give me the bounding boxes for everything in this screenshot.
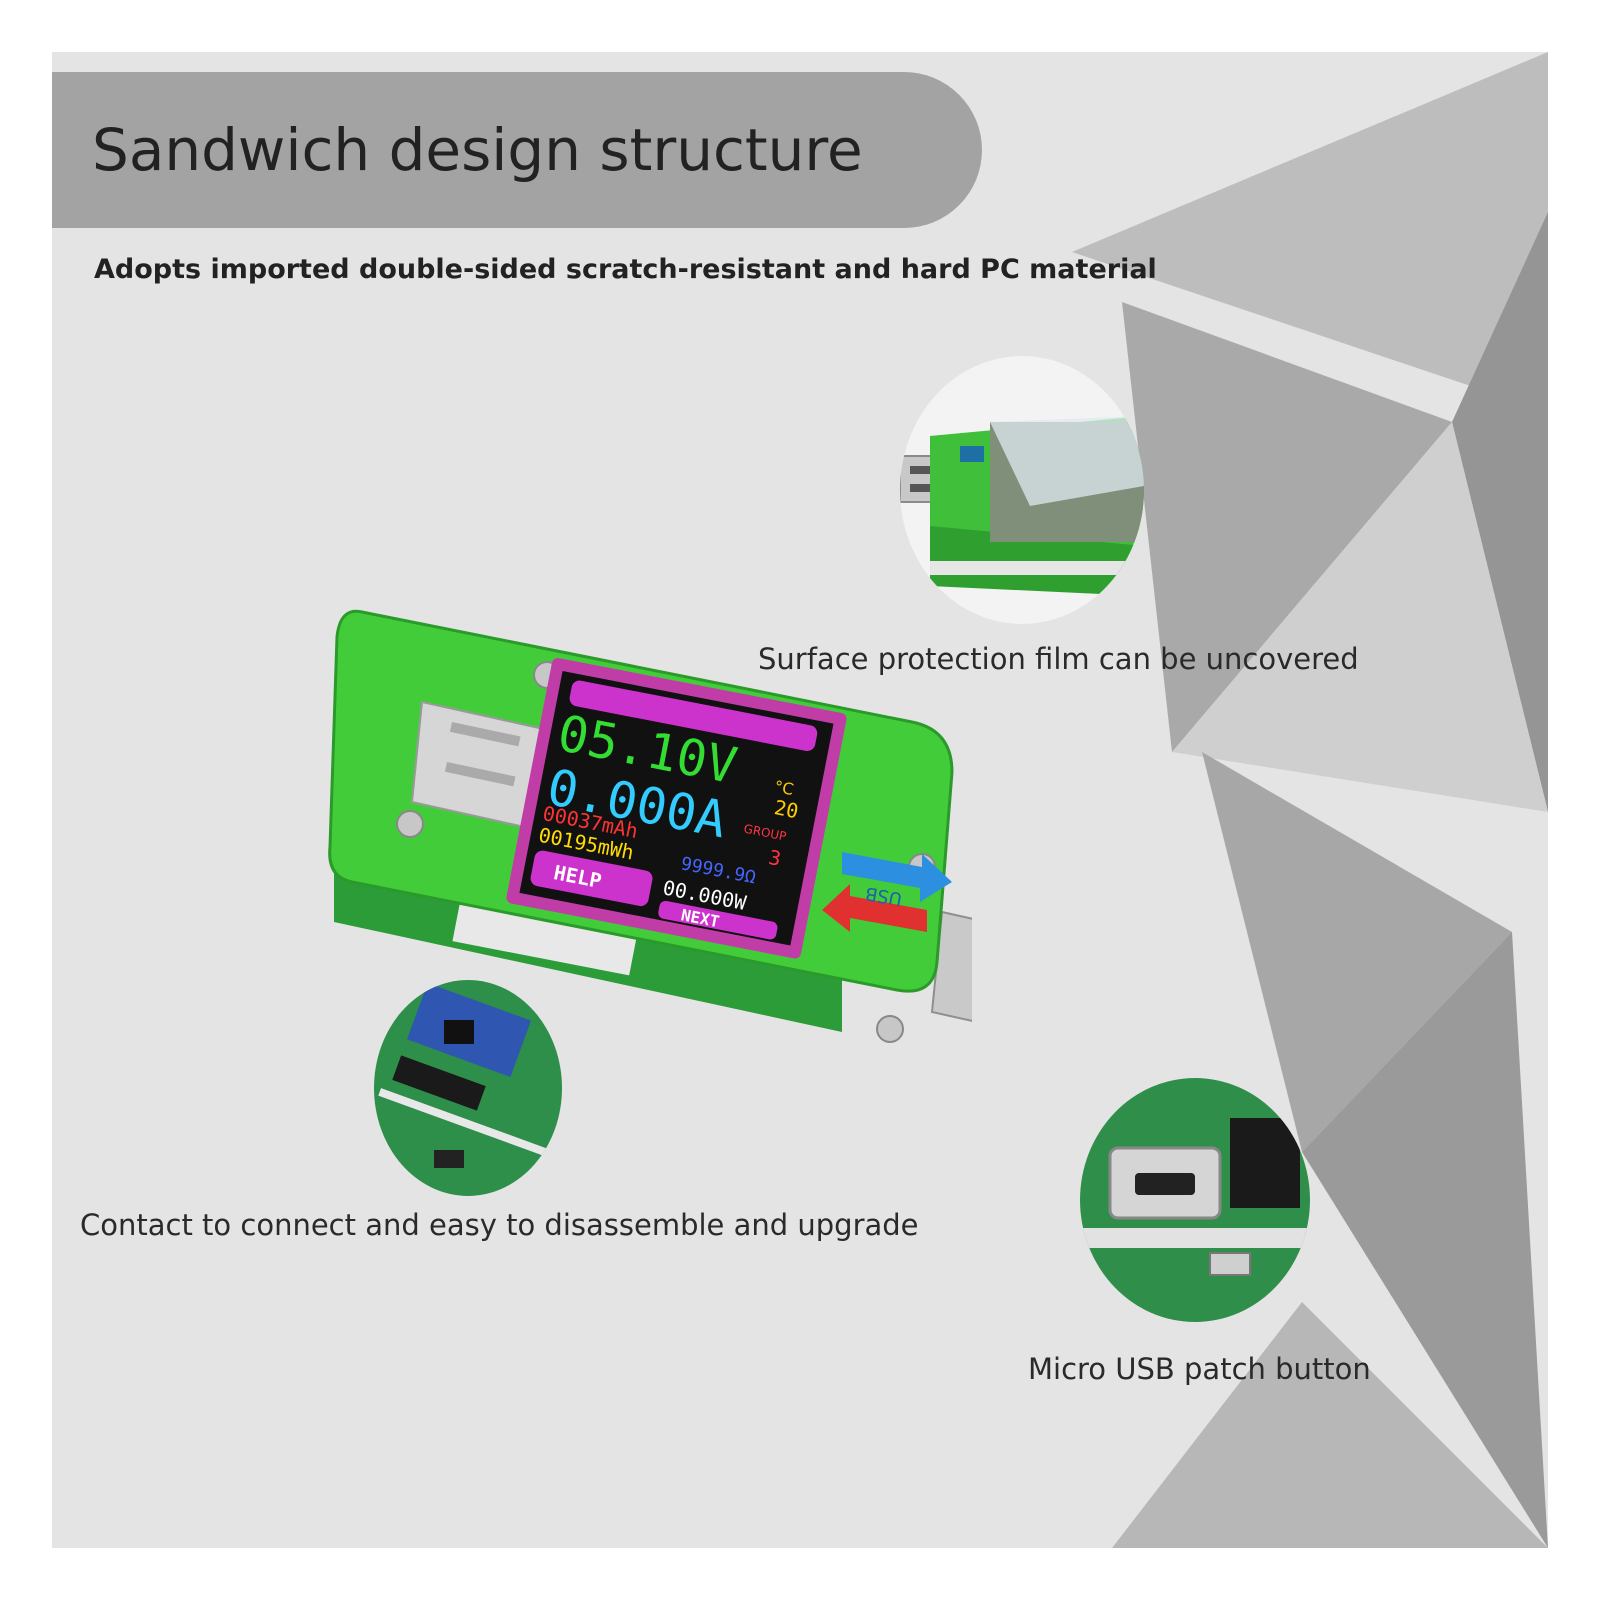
usb-meter-device: 05.10V 0.000A °C 20 GROUP 3 00037mAh 001… [328, 609, 972, 1043]
caption-contact: Contact to connect and easy to disassemb… [80, 1208, 919, 1242]
contact-detail-photo [374, 980, 562, 1196]
page-title: Sandwich design structure [92, 116, 863, 184]
usb-arrow-right-icon [842, 852, 952, 902]
group-value: 3 [767, 845, 783, 871]
temperature-value: 20 [772, 795, 800, 823]
bg-triangle-6 [1302, 932, 1548, 1548]
help-button[interactable] [529, 849, 654, 907]
bg-triangle-4 [1172, 422, 1548, 812]
bg-triangle-7 [1112, 1302, 1548, 1548]
micro-usb-detail-photo [1080, 1078, 1310, 1322]
page-subtitle: Adopts imported double-sided scratch-res… [94, 254, 1157, 285]
film-detail-photo [900, 356, 1144, 624]
bg-triangle-1 [1072, 52, 1548, 412]
header-banner: Sandwich design structure [52, 72, 982, 228]
next-button[interactable] [657, 900, 778, 941]
caption-film: Surface protection film can be uncovered [758, 642, 1359, 676]
usb-arrow-left-icon [822, 884, 927, 932]
bg-triangle-2 [1122, 302, 1452, 752]
screen-top-bar [569, 680, 818, 752]
screw-bottom-left [396, 810, 424, 838]
bg-triangle-3 [1452, 212, 1548, 812]
background-geometry [1072, 52, 1548, 1548]
temperature-unit: °C [773, 777, 795, 799]
usb-a-plug [930, 910, 972, 1022]
screw-bottom-right [876, 1015, 904, 1043]
bg-triangle-5 [1202, 752, 1512, 1152]
caption-micro-usb: Micro USB patch button [1028, 1352, 1371, 1386]
product-frame: Sandwich design structure Adopts importe… [52, 52, 1548, 1548]
